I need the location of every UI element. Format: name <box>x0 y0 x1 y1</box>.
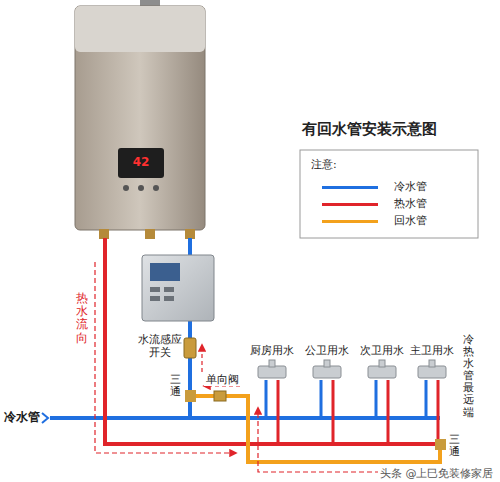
heater-button <box>138 185 144 191</box>
check-valve <box>214 391 226 401</box>
hot-main <box>105 238 440 444</box>
legend-row: 热水管 <box>322 197 472 211</box>
tee-label: 三通 <box>170 374 181 398</box>
switch-label: 水流感应开关 <box>137 333 183 359</box>
flow-arrow <box>258 408 420 472</box>
diagram-title: 有回水管安装示意图 <box>302 120 437 138</box>
legend-text: 热水管 <box>394 197 427 211</box>
legend-heading: 注意: <box>311 158 337 171</box>
fixture-label: 公卫用水 <box>305 344 349 357</box>
pump-button <box>150 296 160 301</box>
cold-pipe <box>188 238 192 256</box>
legend-swatch <box>322 186 378 189</box>
inlet-chevron <box>42 413 48 423</box>
pump-button <box>150 287 160 292</box>
display-reading: 42 <box>122 155 160 169</box>
legend-frame <box>300 150 478 238</box>
faucet-icons <box>258 360 446 378</box>
hot-outlet <box>99 229 109 239</box>
cold-main <box>50 416 440 420</box>
cold-pipe <box>188 320 192 418</box>
cold-inlet <box>185 229 195 239</box>
flow-arrow <box>95 262 236 453</box>
pump-display <box>150 263 180 281</box>
flow-switch <box>184 338 196 358</box>
fixture-label: 主卫用水 <box>410 344 454 357</box>
legend-row: 冷水管 <box>322 180 472 194</box>
heater-display <box>118 148 164 178</box>
legend-swatch <box>322 203 378 206</box>
far-end-label: 冷热水管最远端 <box>463 334 474 419</box>
flow-direction-label: 热水流向 <box>76 292 88 345</box>
fixture-label: 次卫用水 <box>360 344 404 357</box>
legend-text: 冷水管 <box>394 180 427 194</box>
heater-button <box>123 185 129 191</box>
watermark: 头条 @上巳免装修家居 <box>378 467 496 480</box>
legend-swatch <box>322 220 378 223</box>
valve-label: 单向阀 <box>204 373 241 386</box>
legend-text: 回水管 <box>394 214 427 228</box>
return-pipe <box>192 396 440 462</box>
pump-button <box>164 296 174 301</box>
tee-fitting <box>185 390 196 402</box>
inlet-label: 冷水管 <box>4 410 40 424</box>
heater-button <box>153 185 159 191</box>
tee-fitting <box>435 439 446 450</box>
fixture-label: 厨房用水 <box>250 344 294 357</box>
heater-top <box>75 6 205 52</box>
fixture-pipes <box>266 380 438 444</box>
pump-button <box>164 287 174 292</box>
tee-label: 三通 <box>449 434 460 458</box>
gas-inlet <box>145 229 155 239</box>
water-heater <box>75 6 205 230</box>
flow-arrow <box>201 345 202 372</box>
circulation-pump <box>142 255 214 321</box>
legend-row: 回水管 <box>322 214 472 228</box>
